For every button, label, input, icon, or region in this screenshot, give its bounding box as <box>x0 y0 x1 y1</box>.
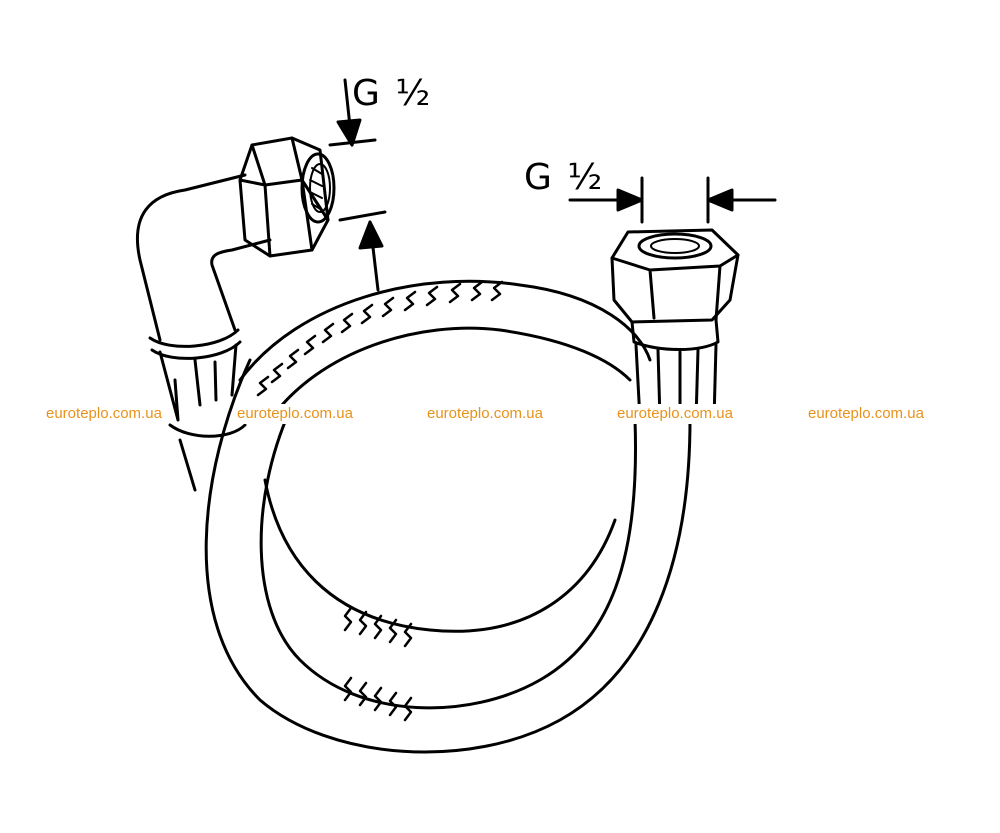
right-thread-size-label: G ½ <box>524 157 605 198</box>
right-dimension-arrows <box>568 176 777 224</box>
hose-inner-lower-edge <box>263 478 617 633</box>
watermark-text: euroteplo.com.ua <box>615 404 735 424</box>
elbow-body-outer <box>135 173 247 342</box>
left-thread-size-label: G ½ <box>352 73 433 114</box>
watermark-strip: euroteplo.com.ua euroteplo.com.ua eurote… <box>0 404 1000 424</box>
hose-upper-outer-edge <box>238 279 652 382</box>
left-hex-nut <box>238 136 336 258</box>
left-elbow-fitting <box>135 173 272 492</box>
watermark-text: euroteplo.com.ua <box>425 404 545 424</box>
right-straight-fitting <box>610 228 740 422</box>
right-collar <box>630 318 720 351</box>
elbow-lower-sleeve <box>158 343 238 422</box>
hose-braid-pattern-upper <box>256 280 504 397</box>
watermark-text: euroteplo.com.ua <box>44 404 164 424</box>
left-dimension-arrows <box>328 78 387 292</box>
hose-upper-inner-edge <box>268 326 632 422</box>
hose-braid-pattern-lower <box>343 606 413 722</box>
hose-loop <box>204 279 692 754</box>
elbow-hose-crimp <box>168 423 247 492</box>
elbow-body-inner <box>210 238 272 332</box>
right-hex-nut <box>610 228 740 324</box>
elbow-collar <box>148 328 242 360</box>
hose-outer-edge <box>204 358 692 754</box>
right-sleeve <box>634 343 718 422</box>
watermark-text: euroteplo.com.ua <box>806 404 926 424</box>
hose-inner-edge <box>259 408 638 710</box>
watermark-text: euroteplo.com.ua <box>235 404 355 424</box>
